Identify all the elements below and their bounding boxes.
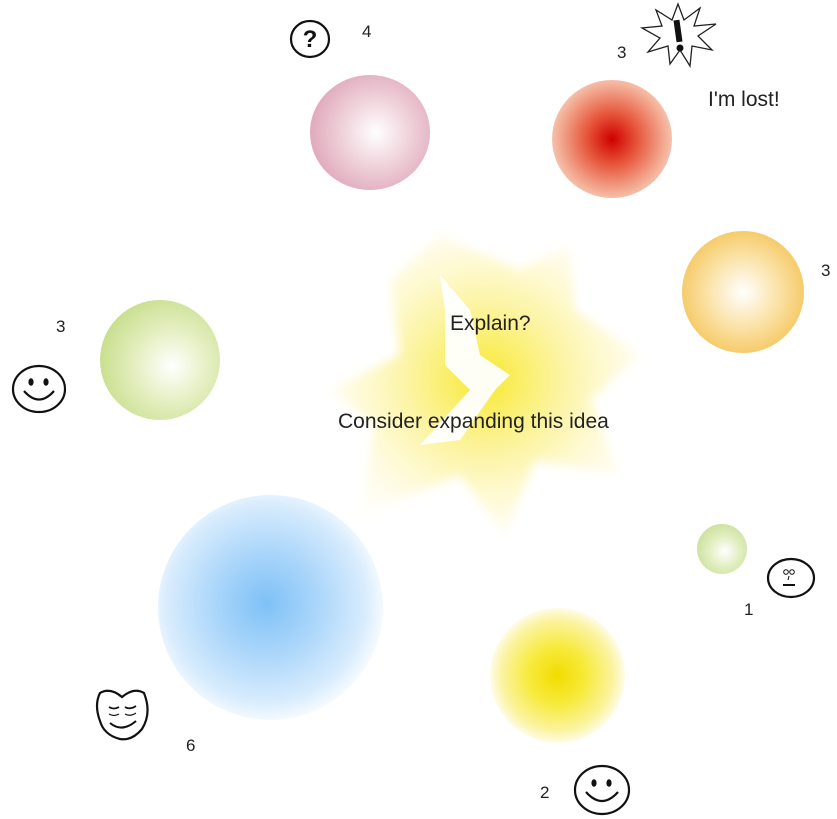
neutral-face-count: 1 — [744, 600, 754, 619]
small-green-orb[interactable] — [697, 524, 747, 574]
question-count: 4 — [362, 22, 372, 41]
question-icon[interactable]: ? — [288, 19, 332, 59]
smile-bottom-count: 2 — [540, 783, 550, 802]
exclaim-count: 3 — [617, 43, 627, 62]
explain-label: Explain? — [450, 312, 531, 335]
content-face-icon[interactable] — [92, 685, 154, 743]
content-face-count: 6 — [186, 736, 196, 755]
smiley-icon-bottom[interactable] — [572, 764, 632, 816]
green-orb[interactable] — [100, 300, 220, 420]
lost-label: I'm lost! — [708, 88, 780, 111]
blue-orb[interactable] — [158, 495, 383, 720]
neutral-face-icon[interactable] — [765, 556, 817, 600]
yellow-orb[interactable] — [490, 608, 625, 743]
orange-orb[interactable] — [682, 231, 804, 353]
orange-count: 3 — [821, 261, 831, 280]
smile-left-count: 3 — [56, 317, 66, 336]
pink-orb[interactable] — [310, 75, 430, 190]
central-star-shape — [330, 235, 640, 535]
consider-label: Consider expanding this idea — [338, 410, 609, 433]
red-orb[interactable] — [552, 80, 672, 198]
exclamation-burst-icon[interactable] — [639, 2, 718, 68]
svg-text:?: ? — [303, 26, 318, 53]
smiley-icon[interactable] — [10, 364, 68, 414]
